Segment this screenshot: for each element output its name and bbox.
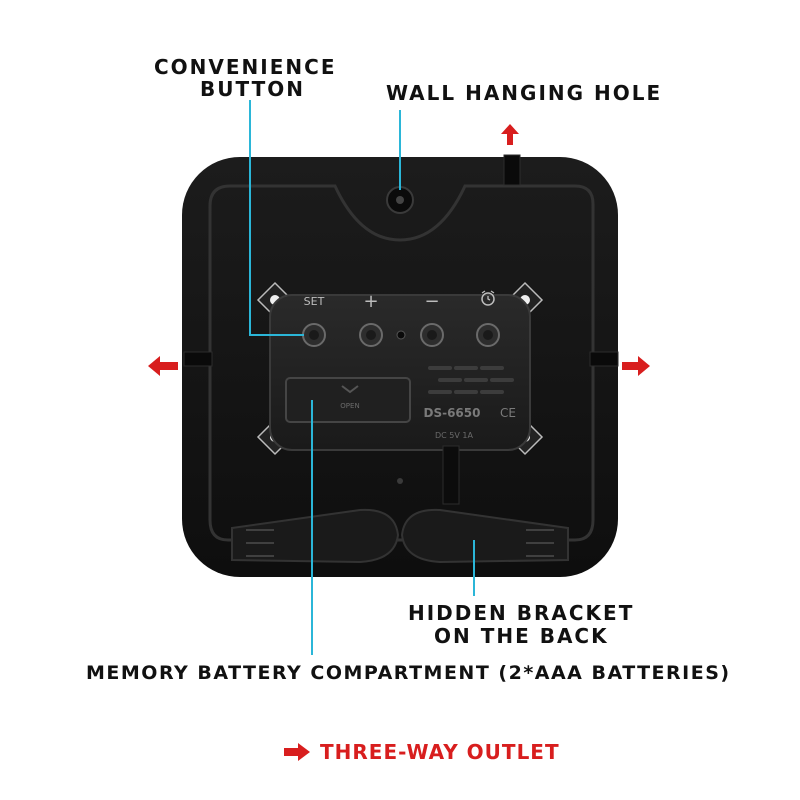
power-rating: DC 5V 1A — [435, 431, 473, 440]
plus-button[interactable] — [359, 323, 383, 347]
battery-compartment-label: MEMORY BATTERY COMPARTMENT (2*AAA BATTER… — [86, 662, 731, 684]
alarm-button[interactable] — [476, 323, 500, 347]
hidden-bracket-label-line1: HIDDEN BRACKET — [408, 601, 635, 625]
speaker-grille — [428, 366, 514, 394]
convenience-button-label-line1: CONVENIENCE — [154, 55, 337, 79]
battery-cover-text: OPEN — [340, 402, 359, 410]
right-notch — [589, 351, 619, 367]
leader-lines — [249, 100, 475, 655]
wall-hanging-hole-label: WALL HANGING HOLE — [386, 81, 663, 105]
minus-button[interactable] — [420, 323, 444, 347]
battery-cover-arrow — [341, 385, 359, 394]
reset-pinhole[interactable] — [396, 330, 406, 340]
red-arrow-icon — [284, 743, 310, 761]
movement-panel — [269, 294, 531, 451]
red-arrow-right — [622, 356, 650, 376]
minus-label: − — [424, 291, 439, 312]
support-post — [442, 445, 460, 505]
hidden-bracket — [231, 508, 569, 564]
legend: THREE-WAY OUTLET — [282, 738, 560, 766]
battery-cover[interactable] — [285, 377, 411, 423]
left-notch — [183, 351, 213, 367]
top-notch — [503, 154, 521, 186]
set-button[interactable] — [302, 323, 326, 347]
inner-frame — [208, 184, 595, 542]
wall-hanging-hole — [386, 186, 414, 214]
ce-mark: CE — [500, 406, 516, 420]
red-arrow-left — [148, 356, 178, 376]
model-number: DS-6650 — [424, 406, 481, 420]
convenience-button-label-line2: BUTTON — [200, 77, 305, 101]
small-dot — [397, 478, 403, 484]
set-label: SET — [304, 295, 325, 308]
plus-label: + — [363, 291, 378, 312]
hidden-bracket-label-line2: ON THE BACK — [434, 624, 609, 648]
red-arrow-up — [501, 124, 519, 145]
leader-convenience-button — [249, 100, 304, 336]
alarm-clock-icon — [481, 290, 495, 306]
legend-text: THREE-WAY OUTLET — [320, 740, 560, 764]
